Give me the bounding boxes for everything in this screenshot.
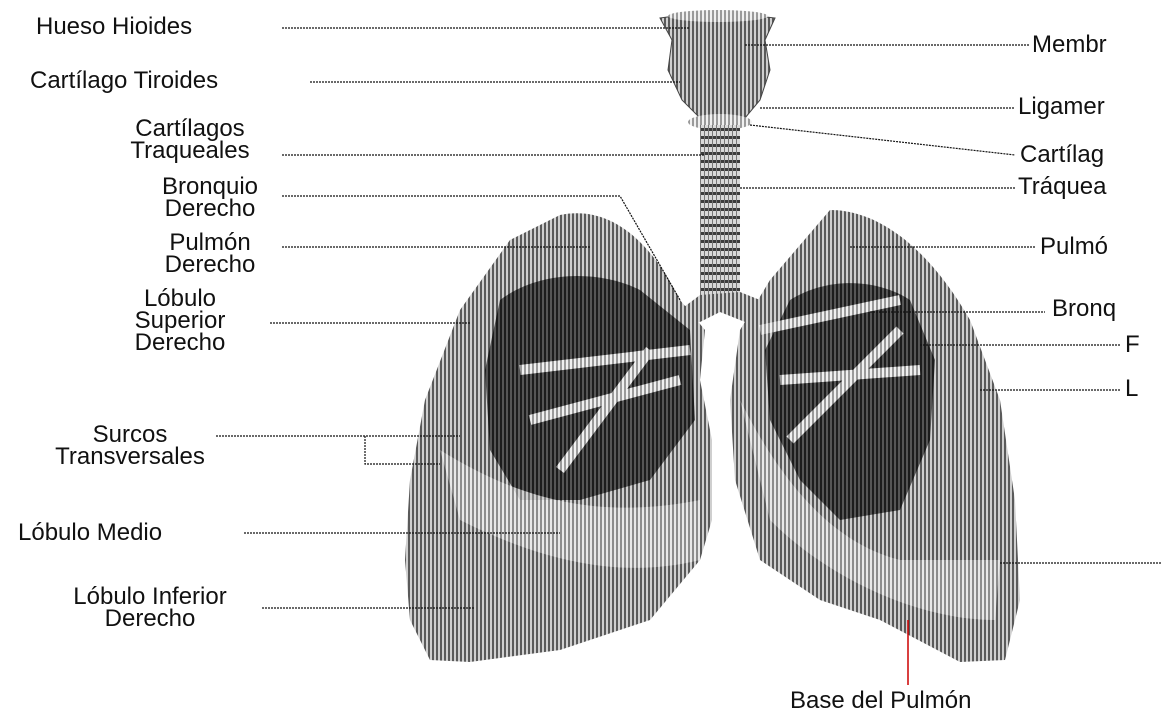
label-lobulo-medio: Lóbulo Medio — [18, 522, 162, 544]
label-bronquio-derecho: Bronquio Derecho — [130, 176, 290, 220]
label-l: L — [1125, 378, 1138, 400]
label-traquea: Tráquea — [1018, 176, 1107, 198]
label-surcos-transversales: Surcos Transversales — [10, 424, 250, 468]
label-base-del-pulmon: Base del Pulmón — [790, 690, 971, 712]
trachea — [700, 125, 740, 300]
label-ligamer: Ligamer — [1018, 96, 1105, 118]
label-surcos-line2: Transversales — [10, 446, 250, 468]
label-lobulo-inferior-derecho: Lóbulo Inferior Derecho — [35, 586, 265, 630]
larynx — [660, 10, 775, 130]
label-lobulo-sup-line3: Derecho — [100, 332, 260, 354]
label-pulmon-derecho: Pulmón Derecho — [130, 232, 290, 276]
label-lobulo-superior-derecho: Lóbulo Superior Derecho — [100, 288, 260, 354]
label-bronquio-line2: Derecho — [130, 198, 290, 220]
label-pulmo: Pulmó — [1040, 236, 1108, 258]
label-cartilagos-traqueales: Cartílagos Traqueales — [95, 118, 285, 162]
right-lung — [405, 213, 712, 662]
label-pulmon-line2: Derecho — [130, 254, 290, 276]
label-cartilag: Cartílag — [1020, 144, 1104, 166]
left-lung — [730, 210, 1020, 662]
label-cartilagos-line2: Traqueales — [95, 140, 285, 162]
label-hueso-hioides: Hueso Hioides — [36, 16, 192, 38]
label-f: F — [1125, 334, 1140, 356]
label-bronq: Bronq — [1052, 298, 1116, 320]
label-cartilago-tiroides: Cartílago Tiroides — [30, 70, 218, 92]
label-lobulo-inf-line2: Derecho — [35, 608, 265, 630]
label-membr: Membr — [1032, 34, 1107, 56]
